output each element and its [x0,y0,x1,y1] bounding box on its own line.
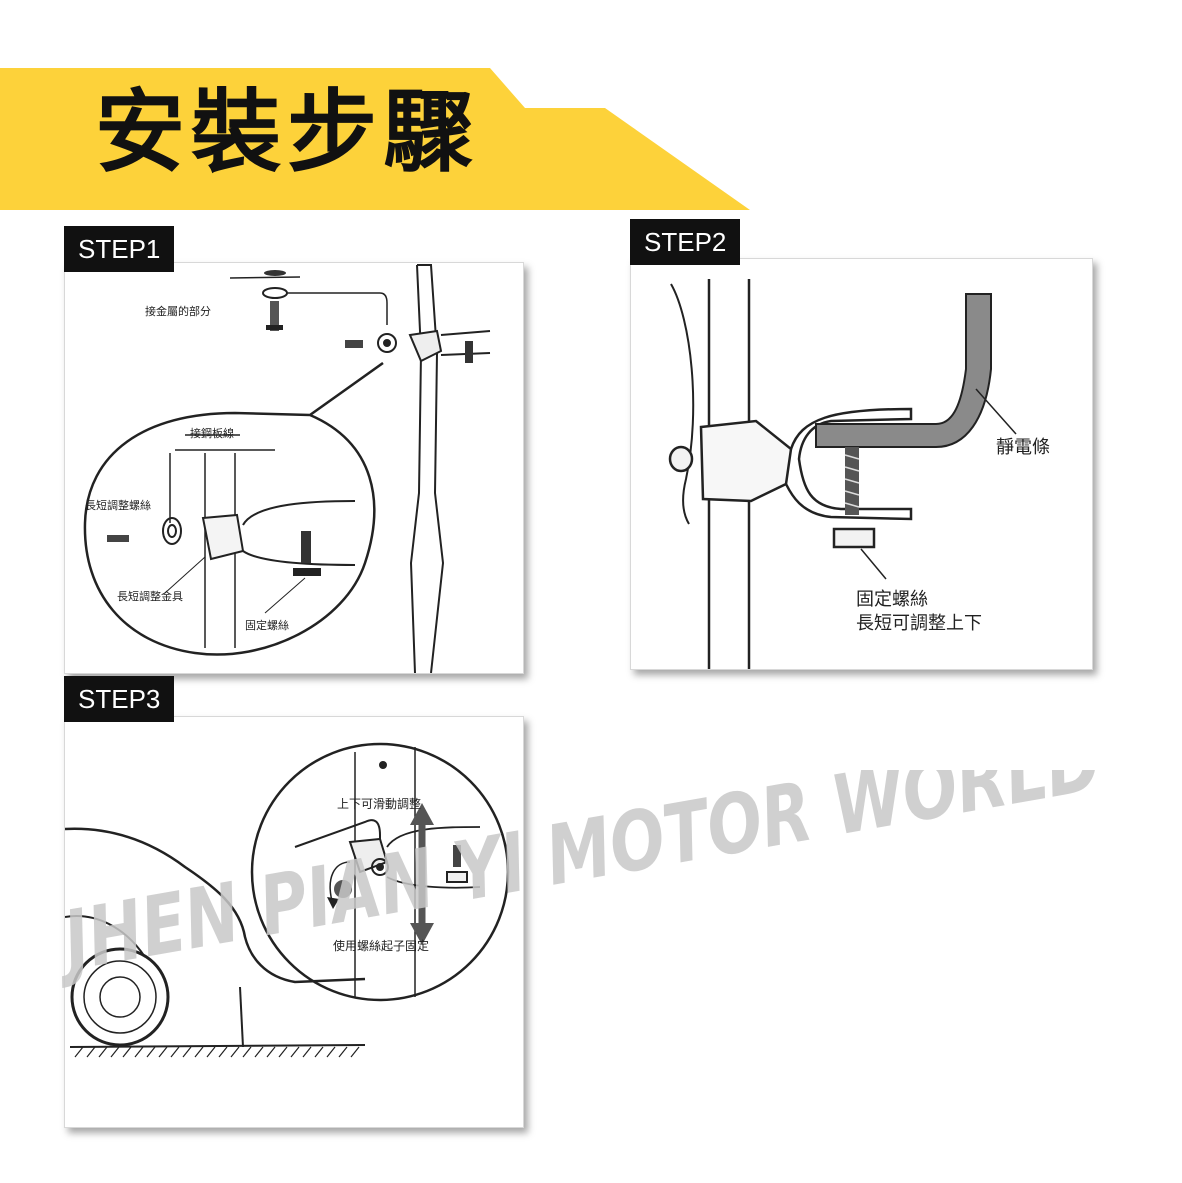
step1-callout-adjust-screw: 長短調整螺絲 [85,499,151,512]
step2-callout-fix-screw: 固定螺絲 [856,589,928,610]
step3-label: STEP3 [64,676,175,722]
step2-callout-strip: 靜電條 [996,437,1050,458]
step3-callout-screwdriver: 使用螺絲起子固定 [333,939,430,953]
step1-callout-adjust-bracket: 長短調整金具 [117,590,183,603]
page-title: 安裝步驟 [95,80,479,185]
step3-callout-slide: 上下可滑動調整 [337,797,422,811]
step2-panel: 靜電條 固定螺絲 長短可調整上下 [630,258,1093,670]
step1-callout-wire: 接鋼板線 [190,427,234,440]
step1-diagram [83,264,491,673]
step2-callout-adjust: 長短可調整上下 [856,613,982,634]
step2-diagram [668,279,1017,669]
title-banner [0,68,750,210]
step3-panel: 上下可滑動調整 使用螺絲起子固定 [64,716,524,1128]
step1-label: STEP1 [64,226,175,272]
step3-diagram [65,742,510,1058]
step1-callout-fix-screw: 固定螺絲 [245,619,289,632]
step2-label: STEP2 [630,219,741,265]
step1-callout-metal: 接金屬的部分 [145,305,211,318]
step1-panel: 接金屬的部分 接鋼板線 長短調整螺絲 長短調整金具 固定螺絲 [64,262,524,674]
